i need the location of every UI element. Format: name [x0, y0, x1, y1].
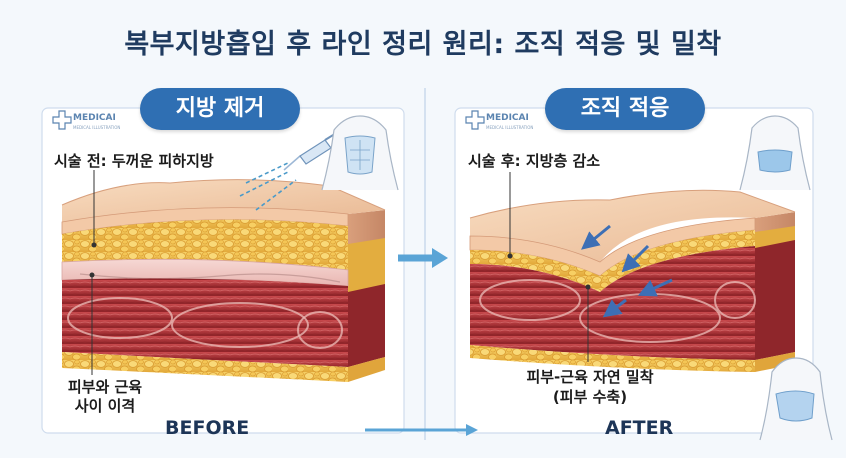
before-badge: 지방 제거 [140, 88, 300, 130]
before-caption: BEFORE [165, 417, 250, 439]
brand-logo-icon [465, 110, 485, 130]
after-adhesion-label-line1: 피부-근육 자연 밀착 [526, 368, 654, 386]
brand-name: MEDICAI [73, 113, 116, 123]
before-top-label: 시술 전: 두꺼운 피하지방 [54, 152, 214, 170]
before-gap-label-line1: 피부와 근육 [67, 378, 143, 396]
before-gap-label-line2: 사이 이격 [74, 397, 136, 415]
after-adhesion-label-line2: (피부 수축) [552, 388, 628, 406]
fat-layer [470, 230, 755, 292]
muscle-layer [62, 278, 348, 367]
after-caption: AFTER [605, 417, 674, 439]
before-tissue-block [61, 179, 386, 382]
after-top-label: 시술 후: 지방층 감소 [468, 152, 601, 170]
page-title: 복부지방흡입 후 라인 정리 원리: 조직 적응 및 밀착 [124, 29, 722, 60]
after-tissue-block [469, 189, 796, 372]
skin-surface [470, 190, 795, 262]
brand-name: MEDICAI [486, 113, 529, 123]
brand-sub: MEDICAL ILLUSTRATION [486, 125, 534, 130]
torso-before-icon [321, 115, 399, 191]
torso-after-icon [739, 115, 811, 191]
brand-sub: MEDICAL ILLUSTRATION [73, 125, 121, 130]
liposuction-cannula-icon [239, 131, 339, 211]
after-badge: 조직 적응 [545, 88, 705, 130]
brand-logo-icon [52, 110, 72, 130]
torso-slim-icon [759, 357, 833, 441]
fat-layer [62, 219, 348, 270]
